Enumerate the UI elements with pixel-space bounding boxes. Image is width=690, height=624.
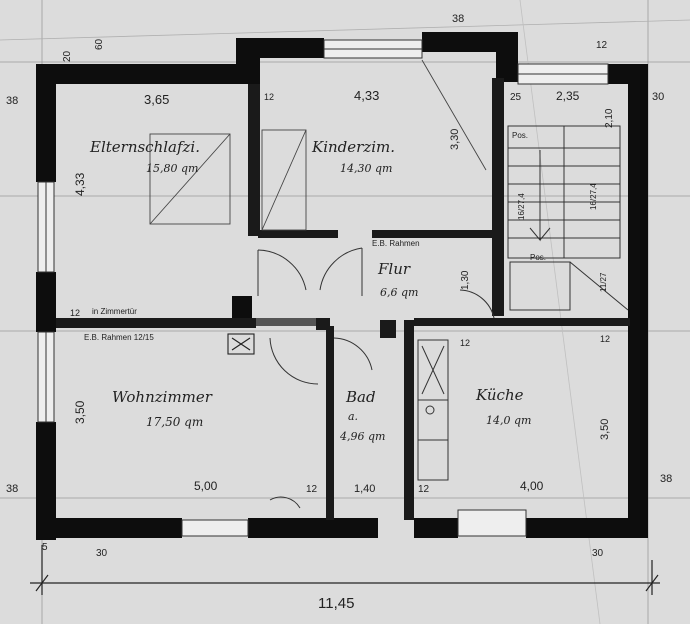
kitchen-fixtures xyxy=(417,339,449,481)
dim-wall-12-g: 12 xyxy=(70,308,80,318)
room-sub-bad: a. xyxy=(348,410,358,423)
dim-wall-12-e: 12 xyxy=(460,338,470,348)
note-zimmertuer: in Zimmertür xyxy=(92,307,137,316)
note-rahmen-wohn: E.B. Rahmen 12/15 xyxy=(84,333,154,342)
room-depth-kinder: 3,30 xyxy=(449,129,461,150)
room-depth-eltern: 4,33 xyxy=(73,172,87,196)
cupboard-sketch xyxy=(149,59,487,231)
dim-wall-12-a: 12 xyxy=(264,92,274,102)
note-rahmen-flur: E.B. Rahmen xyxy=(372,239,420,248)
dim-wall-25: 25 xyxy=(510,92,522,103)
room-area-flur: 6,6 qm xyxy=(380,286,418,299)
exterior-walls xyxy=(36,32,648,540)
room-area-eltern: 15,80 qm xyxy=(146,162,198,175)
note-stair-2: 16/27,4 xyxy=(589,183,598,210)
dim-wall-60: 60 xyxy=(94,38,105,50)
dim-wall-38-top: 38 xyxy=(452,13,464,25)
room-depth-kueche: 3,50 xyxy=(599,419,611,440)
room-name-eltern: Elternschlafzi. xyxy=(89,138,200,156)
dim-wall-30-bottom-right: 30 xyxy=(592,548,604,559)
dim-wall-38-left-top: 38 xyxy=(6,95,18,107)
room-name-flur: Flur xyxy=(377,260,411,278)
room-name-kueche: Küche xyxy=(475,386,524,404)
room-name-kinder: Kinderzim. xyxy=(311,138,395,156)
note-pos-2: Pos. xyxy=(530,253,546,262)
dim-overall-width: 11,45 xyxy=(318,595,354,612)
room-depth-flur: 1,30 xyxy=(460,270,471,290)
room-area-kinder: 14,30 qm xyxy=(340,162,392,175)
room-name-bad: Bad xyxy=(345,388,376,406)
dim-wall-5: 5 xyxy=(42,542,48,553)
room-width-eltern: 3,65 xyxy=(144,92,169,107)
room-width-kinder: 4,33 xyxy=(354,88,379,103)
room-area-kueche: 14,0 qm xyxy=(486,414,531,427)
dim-wall-12-b: 12 xyxy=(306,484,318,495)
note-stair-3: 11/27 xyxy=(599,272,608,292)
door-swings xyxy=(257,247,495,509)
dim-wall-30-bottom-left: 30 xyxy=(96,548,108,559)
room-depth-wohn: 3,50 xyxy=(73,400,87,424)
windows xyxy=(37,39,609,537)
interior-walls xyxy=(56,78,630,520)
room-width-kueche: 4,00 xyxy=(520,479,544,493)
room-width-wohn: 5,00 xyxy=(194,479,218,493)
dim-wall-30-right-top: 30 xyxy=(652,91,664,103)
dim-wall-20: 20 xyxy=(62,50,73,62)
dim-wall-12-f: 12 xyxy=(600,334,610,344)
stair-width: 2,35 xyxy=(556,89,580,103)
note-pos: Pos. xyxy=(512,131,528,140)
overall-dimension-line xyxy=(30,545,660,595)
staircase xyxy=(507,125,629,311)
room-area-wohn: 17,50 qm xyxy=(146,415,203,429)
dim-wall-38-left-bottom: 38 xyxy=(6,483,18,495)
room-area-bad: 4,96 qm xyxy=(339,430,385,443)
room-width-bad: 1,40 xyxy=(354,483,375,495)
stair-depth: 2,10 xyxy=(604,108,615,128)
dim-wall-12-d: 12 xyxy=(596,40,608,51)
note-stair-1: 16/27,4 xyxy=(517,193,526,220)
dim-wall-12-c: 12 xyxy=(418,484,430,495)
room-name-wohn: Wohnzimmer xyxy=(112,388,213,406)
dim-wall-38-right: 38 xyxy=(660,473,672,485)
chimney-symbol xyxy=(227,333,255,355)
